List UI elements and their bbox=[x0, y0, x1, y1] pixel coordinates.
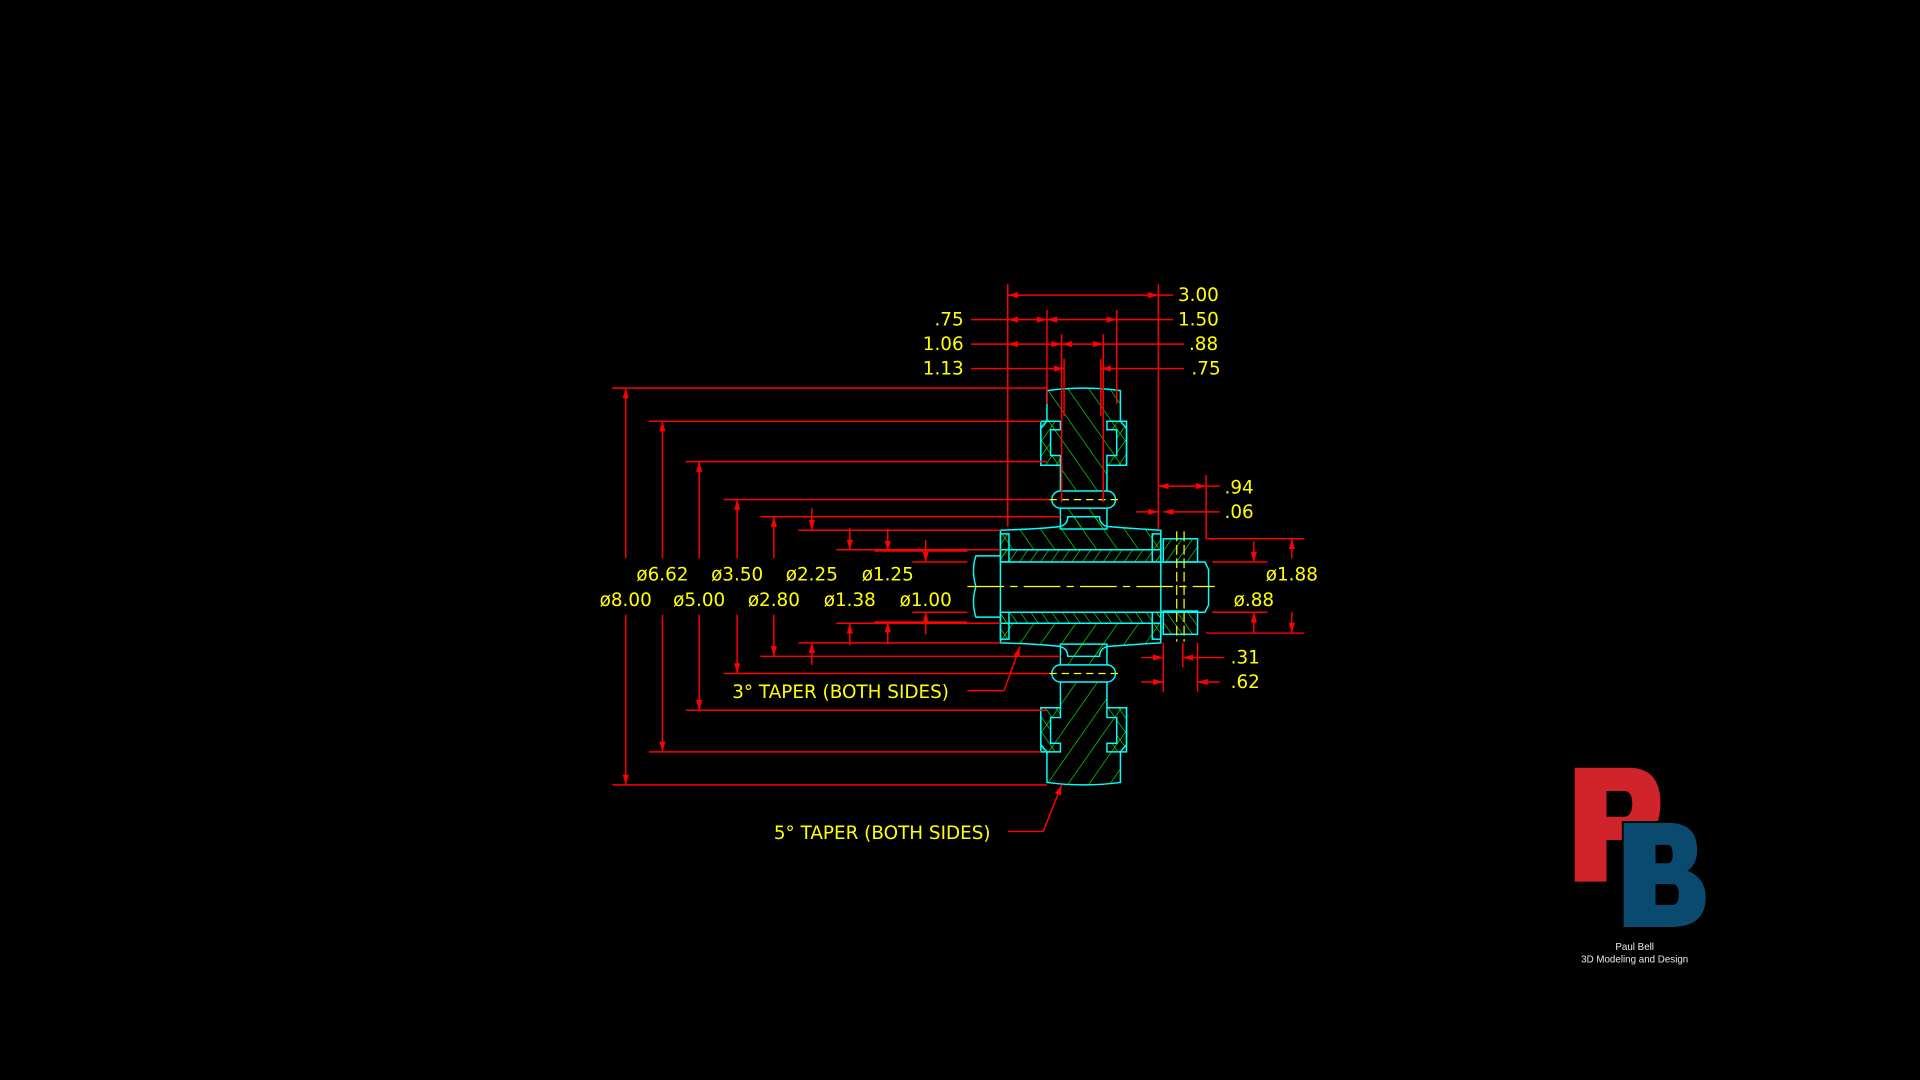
dim-left-3: 1.13 bbox=[923, 359, 964, 380]
gear-section-top-half bbox=[999, 387, 1199, 563]
dia-6-62: ø6.62 bbox=[636, 564, 688, 585]
leader-line bbox=[1003, 646, 1021, 691]
logo-letter-b bbox=[1621, 821, 1708, 929]
rim-groove-left bbox=[1040, 420, 1062, 467]
dia-0-88: ø.88 bbox=[1234, 590, 1274, 611]
dimension-labels: 3.00 .75 1.06 1.13 1.50 .88 .75 ø6.62 ø3… bbox=[600, 285, 1318, 844]
dia-8-00: ø8.00 bbox=[600, 590, 652, 611]
hub-step-right bbox=[1151, 533, 1162, 563]
hub-bushing bbox=[999, 549, 1162, 563]
logo-tagline: 3D Modeling and Design bbox=[1581, 954, 1688, 965]
dim-0-31: .31 bbox=[1231, 648, 1260, 669]
dia-5-00: ø5.00 bbox=[673, 590, 725, 611]
hub-step-left bbox=[999, 533, 1010, 563]
dim-0-62: .62 bbox=[1231, 672, 1260, 693]
dia-1-25: ø1.25 bbox=[862, 564, 914, 585]
dia-3-50: ø3.50 bbox=[711, 564, 763, 585]
note-5deg-taper: 5° TAPER (BOTH SIDES) bbox=[774, 823, 991, 844]
web-slot bbox=[1051, 490, 1117, 509]
shaft-end-right bbox=[1160, 561, 1210, 613]
dim-right-1: 1.50 bbox=[1178, 310, 1219, 331]
dim-left-2: 1.06 bbox=[923, 334, 964, 355]
gear-section-view bbox=[967, 387, 1215, 786]
dim-overall-width: 3.00 bbox=[1178, 285, 1219, 306]
dim-right-2: .88 bbox=[1189, 334, 1218, 355]
dim-right-3: .75 bbox=[1191, 359, 1220, 380]
collar bbox=[1162, 538, 1199, 563]
logo-name: Paul Bell bbox=[1615, 942, 1654, 953]
leader-line bbox=[1042, 784, 1063, 832]
dim-left-1: .75 bbox=[934, 310, 963, 331]
note-3deg-taper: 3° TAPER (BOTH SIDES) bbox=[732, 682, 949, 703]
dia-1-00: ø1.00 bbox=[900, 590, 952, 611]
rim-groove-right bbox=[1106, 420, 1128, 467]
gear-hub bbox=[999, 516, 1162, 551]
shaft bbox=[999, 561, 1162, 613]
dia-1-88: ø1.88 bbox=[1266, 564, 1318, 585]
logo-letter-p bbox=[1574, 767, 1661, 882]
dimension-lines bbox=[612, 284, 1305, 833]
paul-bell-logo: Paul Bell 3D Modeling and Design bbox=[1574, 767, 1708, 965]
dim-0-94: .94 bbox=[1224, 477, 1253, 498]
dia-2-25: ø2.25 bbox=[786, 564, 838, 585]
dim-0-06: .06 bbox=[1224, 502, 1253, 523]
dia-2-80: ø2.80 bbox=[748, 590, 800, 611]
dia-1-38: ø1.38 bbox=[824, 590, 876, 611]
